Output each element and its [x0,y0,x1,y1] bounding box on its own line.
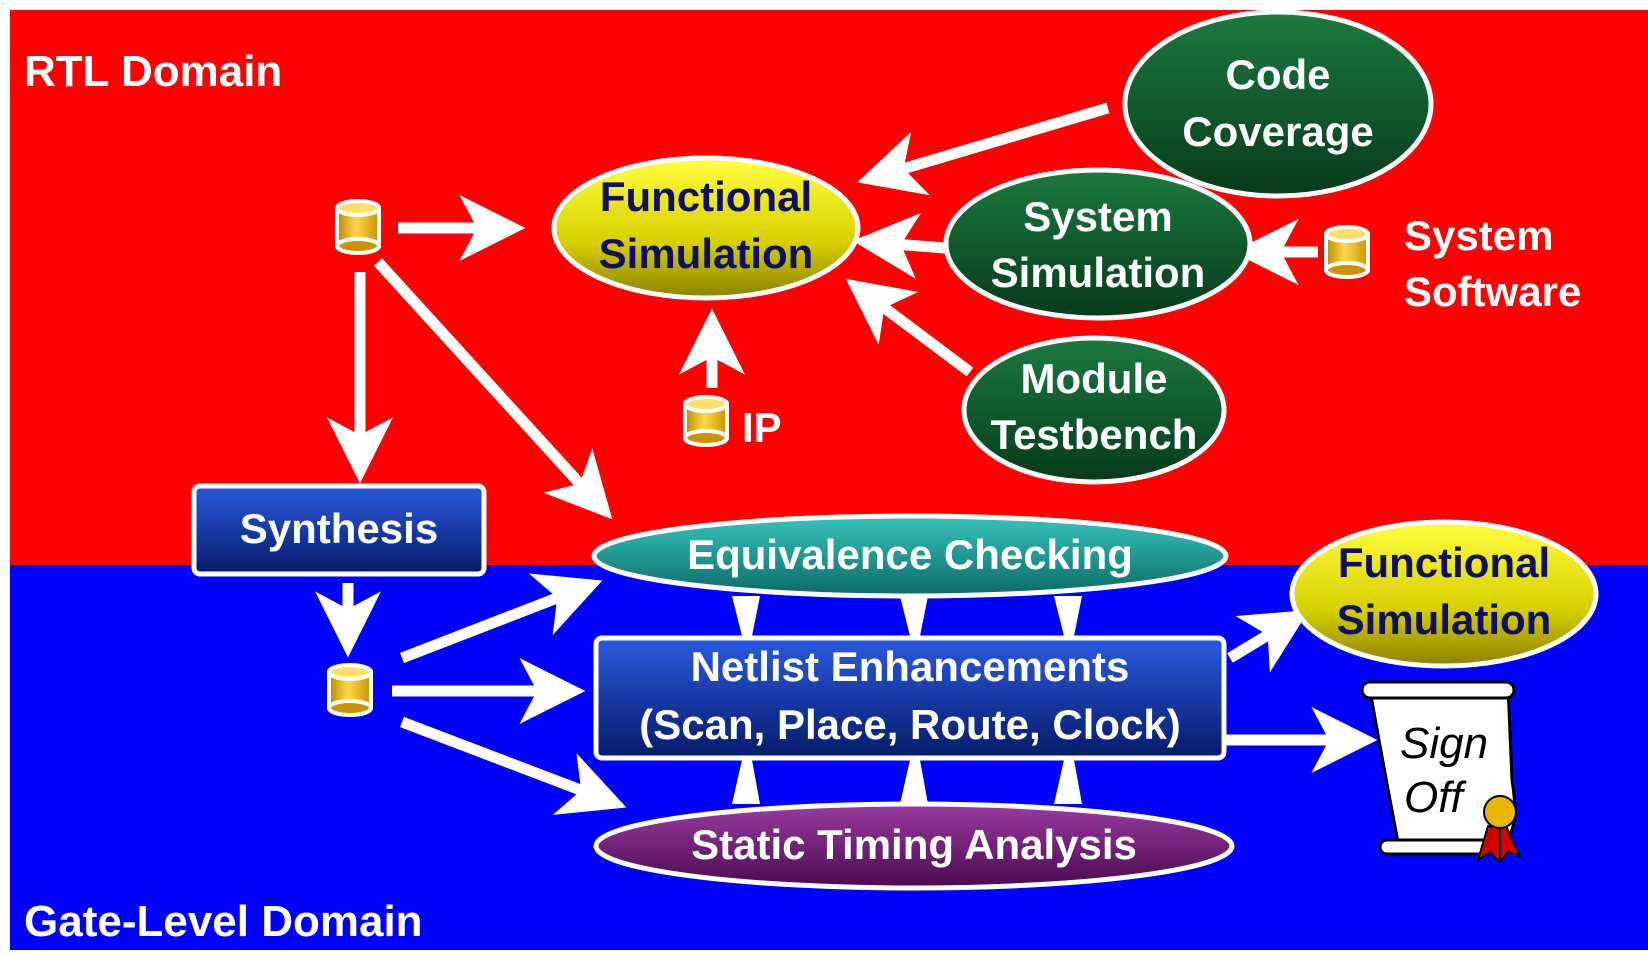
rtl-domain-label: RTL Domain [24,47,282,96]
functional-simulation-gate-line1: Functional [1338,539,1550,586]
arrow-netlist-to-functional-sim-gate [1227,610,1310,673]
system-software-line1: System [1404,212,1553,259]
netlist-enhancements-line1: Netlist Enhancements [691,643,1130,690]
signoff-scroll-icon: Sign Off [1360,680,1522,865]
functional-simulation-gate-line2: Simulation [1337,596,1552,643]
ip-label: IP [742,404,782,451]
code-coverage-node: Code Coverage [1122,9,1434,199]
code-coverage-line2: Coverage [1182,108,1373,155]
system-software-line2: Software [1404,268,1581,315]
database-cylinder-icon [335,199,381,255]
module-testbench-node: Module Testbench [961,335,1227,485]
sign-off-line1: Sign [1400,719,1488,768]
code-coverage-line1: Code [1226,51,1331,98]
static-timing-analysis-node: Static Timing Analysis [593,801,1235,891]
system-simulation-line1: System [1023,193,1172,240]
database-cylinder-icon [683,395,729,447]
arrow-rtl-to-equivalence [373,258,613,520]
equivalence-checking-label: Equivalence Checking [687,531,1133,578]
functional-simulation-rtl-node: Functional Simulation [551,155,861,301]
netlist-enhancements-node: Netlist Enhancements (Scan, Place, Route… [593,635,1227,761]
database-cylinder-icon [327,663,373,717]
functional-simulation-rtl-line1: Functional [600,173,812,220]
system-simulation-line2: Simulation [991,249,1206,296]
synthesis-label: Synthesis [240,505,438,552]
netlist-enhancements-line2: (Scan, Place, Route, Clock) [639,701,1181,748]
database-cylinder-icon [1324,225,1370,279]
equivalence-checking-node: Equivalence Checking [591,513,1229,599]
functional-simulation-rtl-line2: Simulation [599,230,814,277]
arrow-db-to-equivalence [400,573,603,664]
seal-ribbon-icon [1476,795,1522,865]
connector-wedges [732,596,1082,804]
arrow-coverage-to-functional-sim [857,102,1110,196]
arrow-testbench-to-functional-sim [845,278,974,377]
module-testbench-line1: Module [1021,355,1168,402]
synthesis-node: Synthesis [191,483,487,577]
functional-simulation-gate-node: Functional Simulation [1289,519,1599,669]
sign-off-line2: Off [1404,773,1467,822]
system-simulation-node: System Simulation [943,167,1253,321]
arrow-db-to-static-timing [400,716,627,815]
arrow-system-sim-to-functional-sim [852,213,946,279]
static-timing-analysis-label: Static Timing Analysis [691,821,1137,868]
gate-level-domain-label: Gate-Level Domain [24,897,423,946]
flow-arrows [315,102,1378,815]
module-testbench-line2: Testbench [991,411,1198,458]
